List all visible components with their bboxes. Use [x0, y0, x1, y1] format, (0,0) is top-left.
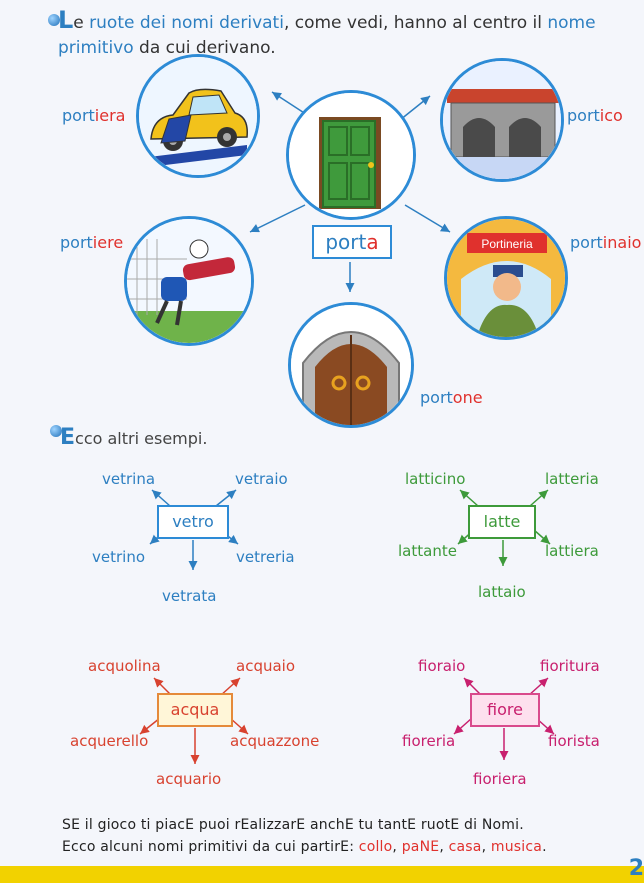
goalkeeper-icon — [127, 219, 251, 343]
center-vetro: vetro — [157, 505, 229, 539]
doorman-picture: Portineria — [444, 216, 568, 340]
word-fioraio: fioraio — [418, 657, 466, 675]
word-acquaio: acquaio — [236, 657, 296, 675]
word-portiere: portiere — [60, 233, 124, 252]
bullet-icon — [50, 425, 62, 437]
portico-picture — [440, 58, 564, 182]
word-portinaio: portinaio — [570, 233, 642, 252]
car-picture — [136, 54, 260, 178]
word-portiera: portiera — [62, 106, 126, 125]
word-lattiera: lattiera — [545, 542, 599, 560]
word-fioritura: fioritura — [540, 657, 600, 675]
big-door-icon — [291, 305, 411, 425]
center-latte: latte — [468, 505, 536, 539]
examples-heading: Ecco altri esempi. — [60, 425, 208, 450]
intro-dropcap: L — [58, 6, 74, 34]
footer-line-2: Ecco alcuni nomi primitivi da cui partir… — [62, 839, 547, 855]
bullet-icon — [48, 14, 60, 26]
word-vetraio: vetraio — [235, 470, 288, 488]
word-portone: portone — [420, 388, 483, 407]
word-vetrina: vetrina — [102, 470, 156, 488]
car-icon — [139, 57, 257, 175]
word-lattaio: lattaio — [478, 583, 526, 601]
word-acquerello: acquerello — [70, 732, 149, 750]
word-acquazzone: acquazzone — [230, 732, 320, 750]
footer-line-1: SE il gioco ti piacE puoi rEalizzarE anc… — [62, 817, 524, 833]
word-acquolina: acquolina — [88, 657, 161, 675]
word-lattante: lattante — [398, 542, 457, 560]
portico-icon — [443, 61, 561, 179]
center-fiore: fiore — [470, 693, 540, 727]
big-door-picture — [288, 302, 414, 428]
word-vetreria: vetreria — [236, 548, 295, 566]
word-latteria: latteria — [545, 470, 599, 488]
goalkeeper-picture — [124, 216, 254, 346]
word-fiorista: fiorista — [548, 732, 600, 750]
intro-text: Le ruote dei nomi derivati, come vedi, h… — [58, 6, 596, 59]
word-fioriera: fioriera — [473, 770, 527, 788]
word-acquario: acquario — [156, 770, 222, 788]
bottom-band — [0, 866, 644, 883]
word-latticino: latticino — [405, 470, 466, 488]
center-acqua: acqua — [157, 693, 233, 727]
word-portico: portico — [567, 106, 623, 125]
center-porta: porta — [312, 225, 392, 259]
doorman-sign: Portineria — [481, 237, 533, 251]
word-vetrata: vetrata — [162, 587, 217, 605]
word-vetrino: vetrino — [92, 548, 146, 566]
page-number: 2 — [628, 856, 644, 881]
door-picture — [286, 90, 416, 220]
word-fioreria: fioreria — [402, 732, 456, 750]
doorman-icon: Portineria — [447, 219, 565, 337]
door-icon — [289, 93, 413, 217]
